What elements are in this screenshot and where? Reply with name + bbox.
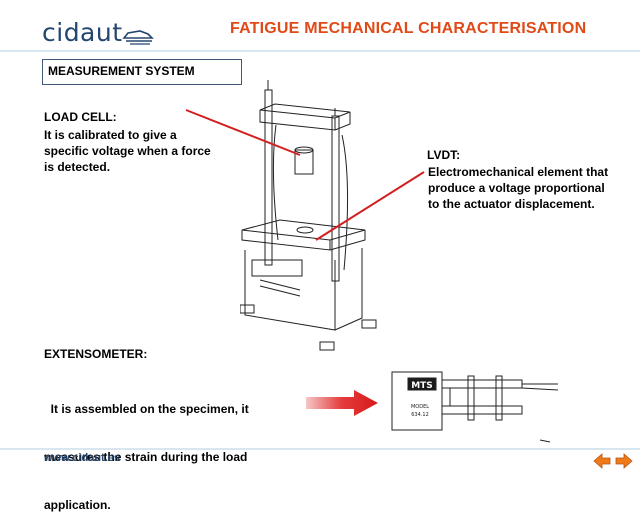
extensometer-line: application. [44,498,111,512]
lvdt-heading: LVDT: [427,148,461,162]
sensor-model-label: MODEL [411,404,429,410]
extensometer-illustration: MTS MODEL 634.12 [391,371,559,443]
page-title: FATIGUE MECHANICAL CHARACTERISATION [230,20,587,37]
extensometer-line: measures the strain during the load [44,450,248,464]
fatigue-machine-illustration [240,80,377,351]
extensometer-line: It is assembled on the specimen, it [44,402,249,416]
sensor-model-number: 634.12 [411,412,429,418]
lvdt-description: Electromechanical element that produce a… [428,164,608,212]
load-cell-description: It is calibrated to give a specific volt… [44,127,211,175]
lvdt-line: produce a voltage proportional [428,181,605,195]
section-label: MEASUREMENT SYSTEM [48,64,195,78]
arrow-left-icon[interactable] [592,452,612,470]
sensor-brand: MTS [411,381,433,391]
footer-divider [0,448,640,450]
lvdt-line: Electromechanical element that [428,165,609,179]
cidaut-logo: cidaut [42,18,154,50]
load-cell-line: is detected. [44,160,111,174]
lvdt-line: to the actuator displacement. [428,197,595,211]
load-cell-line: It is calibrated to give a [44,128,177,142]
red-arrow-icon [306,390,378,416]
header-divider [0,50,640,52]
logo-wordmark: cidaut [42,18,123,47]
section-box [42,59,242,85]
arrow-right-icon[interactable] [614,452,634,470]
load-cell-line: specific voltage when a force [44,144,211,158]
extensometer-heading: EXTENSOMETER: [44,347,148,361]
car-logo-icon [122,30,154,45]
load-cell-heading: LOAD CELL: [44,110,117,124]
website-link[interactable]: www.cidaut.es [44,452,121,464]
